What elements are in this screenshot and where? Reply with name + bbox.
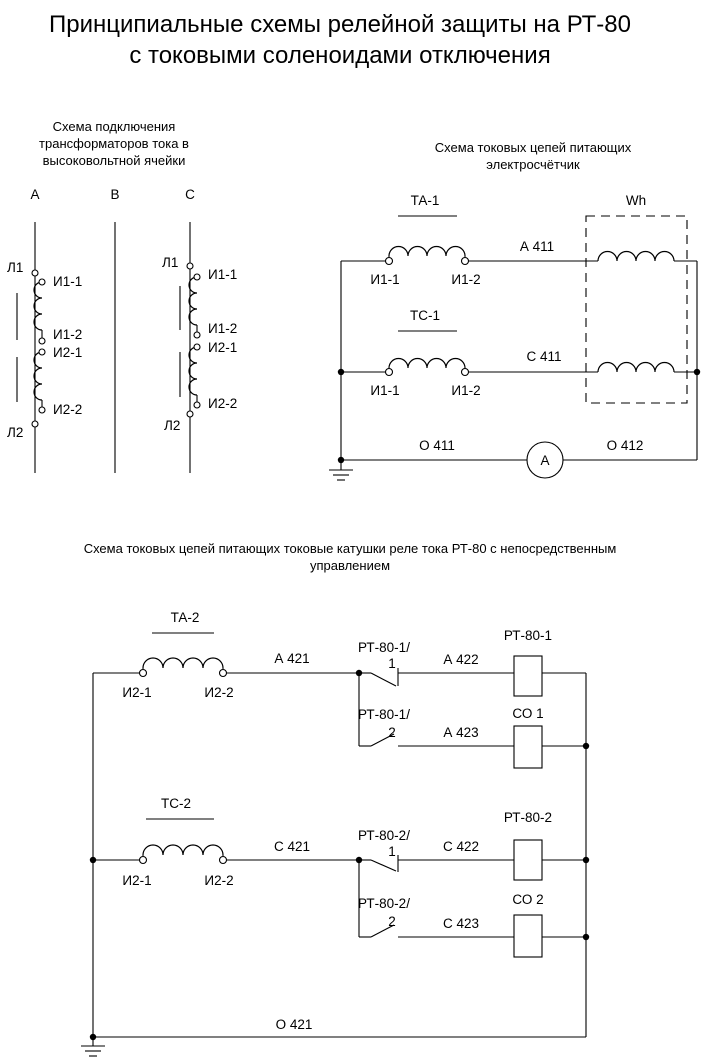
phase-c-bus: Л1 Л2 И1-1 И1-2 И2-1 И2-2 bbox=[162, 222, 237, 473]
ta2-terminal-2: И2-2 bbox=[204, 685, 233, 700]
section2-caption-line-2: электросчётчик bbox=[486, 157, 580, 172]
label-i12-a: И1-2 bbox=[53, 327, 82, 342]
wire-label-c423: С 423 bbox=[443, 916, 479, 931]
label-l1-a: Л1 bbox=[7, 260, 23, 275]
contact-1-2-label-line-2: 2 bbox=[388, 725, 396, 740]
ta1-terminal-2: И1-2 bbox=[451, 272, 480, 287]
solenoid-so2-coil bbox=[513, 914, 543, 958]
contact-rt80-1-1 bbox=[359, 668, 514, 687]
meter-coil-c bbox=[597, 361, 675, 373]
meter-circuit-diagram: Схема токовых цепей питающих электросчёт… bbox=[329, 140, 701, 481]
title-line-2: с токовыми соленоидами отключения bbox=[129, 42, 550, 69]
solenoid-so1-label: СО 1 bbox=[512, 706, 543, 721]
relay-rt80-1-coil bbox=[513, 655, 543, 697]
section1-caption-line-3: высоковольтной ячейки bbox=[43, 153, 186, 168]
meter-label: Wh bbox=[626, 193, 646, 208]
ta1-winding bbox=[388, 245, 466, 257]
relay-rt80-1-label: РТ-80-1 bbox=[504, 628, 552, 643]
contact-rt80-1-2 bbox=[359, 733, 514, 747]
contact-2-1-label-line-2: 1 bbox=[388, 844, 396, 859]
ground-symbol-meter bbox=[329, 460, 353, 481]
section2-caption-line-1: Схема токовых цепей питающих bbox=[435, 140, 632, 155]
label-l2-c: Л2 bbox=[164, 418, 180, 433]
solenoid-so2-label: СО 2 bbox=[512, 892, 543, 907]
wire-label-c411: С 411 bbox=[526, 349, 561, 364]
contact-1-1-label-line-1: РТ-80-1/ bbox=[358, 640, 410, 655]
solenoid-so1-coil bbox=[513, 725, 543, 769]
ammeter-symbol: A bbox=[540, 453, 549, 468]
terminal-l2-c bbox=[186, 410, 194, 418]
ta1-label: ТА-1 bbox=[411, 193, 440, 208]
tc1-terminal-2: И1-2 bbox=[451, 383, 480, 398]
wire-label-a422: А 422 bbox=[443, 652, 478, 667]
wire-label-a423: А 423 bbox=[443, 725, 478, 740]
terminal-l1-c bbox=[186, 262, 194, 270]
phase-a-bus: Л1 Л2 И1-1 И1-2 И2-1 И2-2 bbox=[7, 222, 82, 473]
contact-rt80-2-1 bbox=[359, 855, 514, 872]
tc1-winding bbox=[388, 357, 466, 369]
ammeter bbox=[526, 441, 564, 479]
terminal-l2-a bbox=[31, 420, 39, 428]
tc2-winding bbox=[142, 844, 224, 856]
wire-label-o412: О 412 bbox=[607, 438, 644, 453]
ta1-terminal-1: И1-1 bbox=[370, 272, 399, 287]
tc2-terminal-2: И2-2 bbox=[204, 873, 233, 888]
contact-2-1-label-line-1: РТ-80-2/ bbox=[358, 828, 410, 843]
label-i22-a: И2-2 bbox=[53, 402, 82, 417]
tc2-label: ТС-2 bbox=[161, 796, 191, 811]
contact-rt80-2-2 bbox=[359, 924, 514, 938]
terminal-l1-a bbox=[31, 269, 39, 277]
wire-label-c421: С 421 bbox=[274, 839, 310, 854]
label-i12-c: И1-2 bbox=[208, 321, 237, 336]
section1-caption-line-2: трансформаторов тока в bbox=[39, 136, 189, 151]
section3-caption-line-2: управлением bbox=[310, 558, 390, 573]
label-i21-c: И2-1 bbox=[208, 340, 237, 355]
wire-label-o411: О 411 bbox=[419, 438, 455, 453]
label-l2-a: Л2 bbox=[7, 425, 23, 440]
ta2-winding bbox=[142, 657, 224, 669]
label-i21-a: И2-1 bbox=[53, 345, 82, 360]
meter-housing bbox=[585, 215, 688, 404]
wire-label-o421: О 421 bbox=[276, 1017, 313, 1032]
phase-label-a: A bbox=[30, 187, 39, 202]
contact-2-2-label-line-1: РТ-80-2/ bbox=[358, 896, 410, 911]
wire-label-a421: А 421 bbox=[274, 651, 309, 666]
section3-caption-line-1: Схема токовых цепей питающих токовые кат… bbox=[84, 541, 617, 556]
wire-label-a411: А 411 bbox=[520, 239, 554, 254]
relay-rt80-2-coil bbox=[513, 839, 543, 881]
tc1-terminal-1: И1-1 bbox=[370, 383, 399, 398]
title-line-1: Принципиальные схемы релейной защиты на … bbox=[49, 11, 631, 38]
meter-coil-a bbox=[597, 250, 675, 262]
contact-1-1-label-line-2: 1 bbox=[388, 656, 396, 671]
section1-caption-line-1: Схема подключения bbox=[53, 119, 176, 134]
label-i11-a: И1-1 bbox=[53, 274, 82, 289]
wire-label-c422: С 422 bbox=[443, 839, 479, 854]
phase-label-b: B bbox=[110, 187, 119, 202]
ta2-terminal-1: И2-1 bbox=[122, 685, 151, 700]
tc1-label: ТС-1 bbox=[410, 308, 440, 323]
label-i22-c: И2-2 bbox=[208, 396, 237, 411]
contact-1-2-label-line-1: РТ-80-1/ bbox=[358, 707, 410, 722]
ct-connection-diagram: Схема подключения трансформаторов тока в… bbox=[7, 119, 237, 473]
phase-label-c: C bbox=[185, 187, 195, 202]
tc2-terminal-1: И2-1 bbox=[122, 873, 151, 888]
ta2-label: ТА-2 bbox=[171, 610, 200, 625]
label-i11-c: И1-1 bbox=[208, 267, 237, 282]
relay-rt80-2-label: РТ-80-2 bbox=[504, 810, 552, 825]
ground-symbol-relay bbox=[81, 1037, 105, 1057]
relay-circuit-diagram: Схема токовых цепей питающих токовые кат… bbox=[81, 541, 617, 1057]
contact-2-2-label-line-2: 2 bbox=[388, 914, 396, 929]
label-l1-c: Л1 bbox=[162, 255, 178, 270]
